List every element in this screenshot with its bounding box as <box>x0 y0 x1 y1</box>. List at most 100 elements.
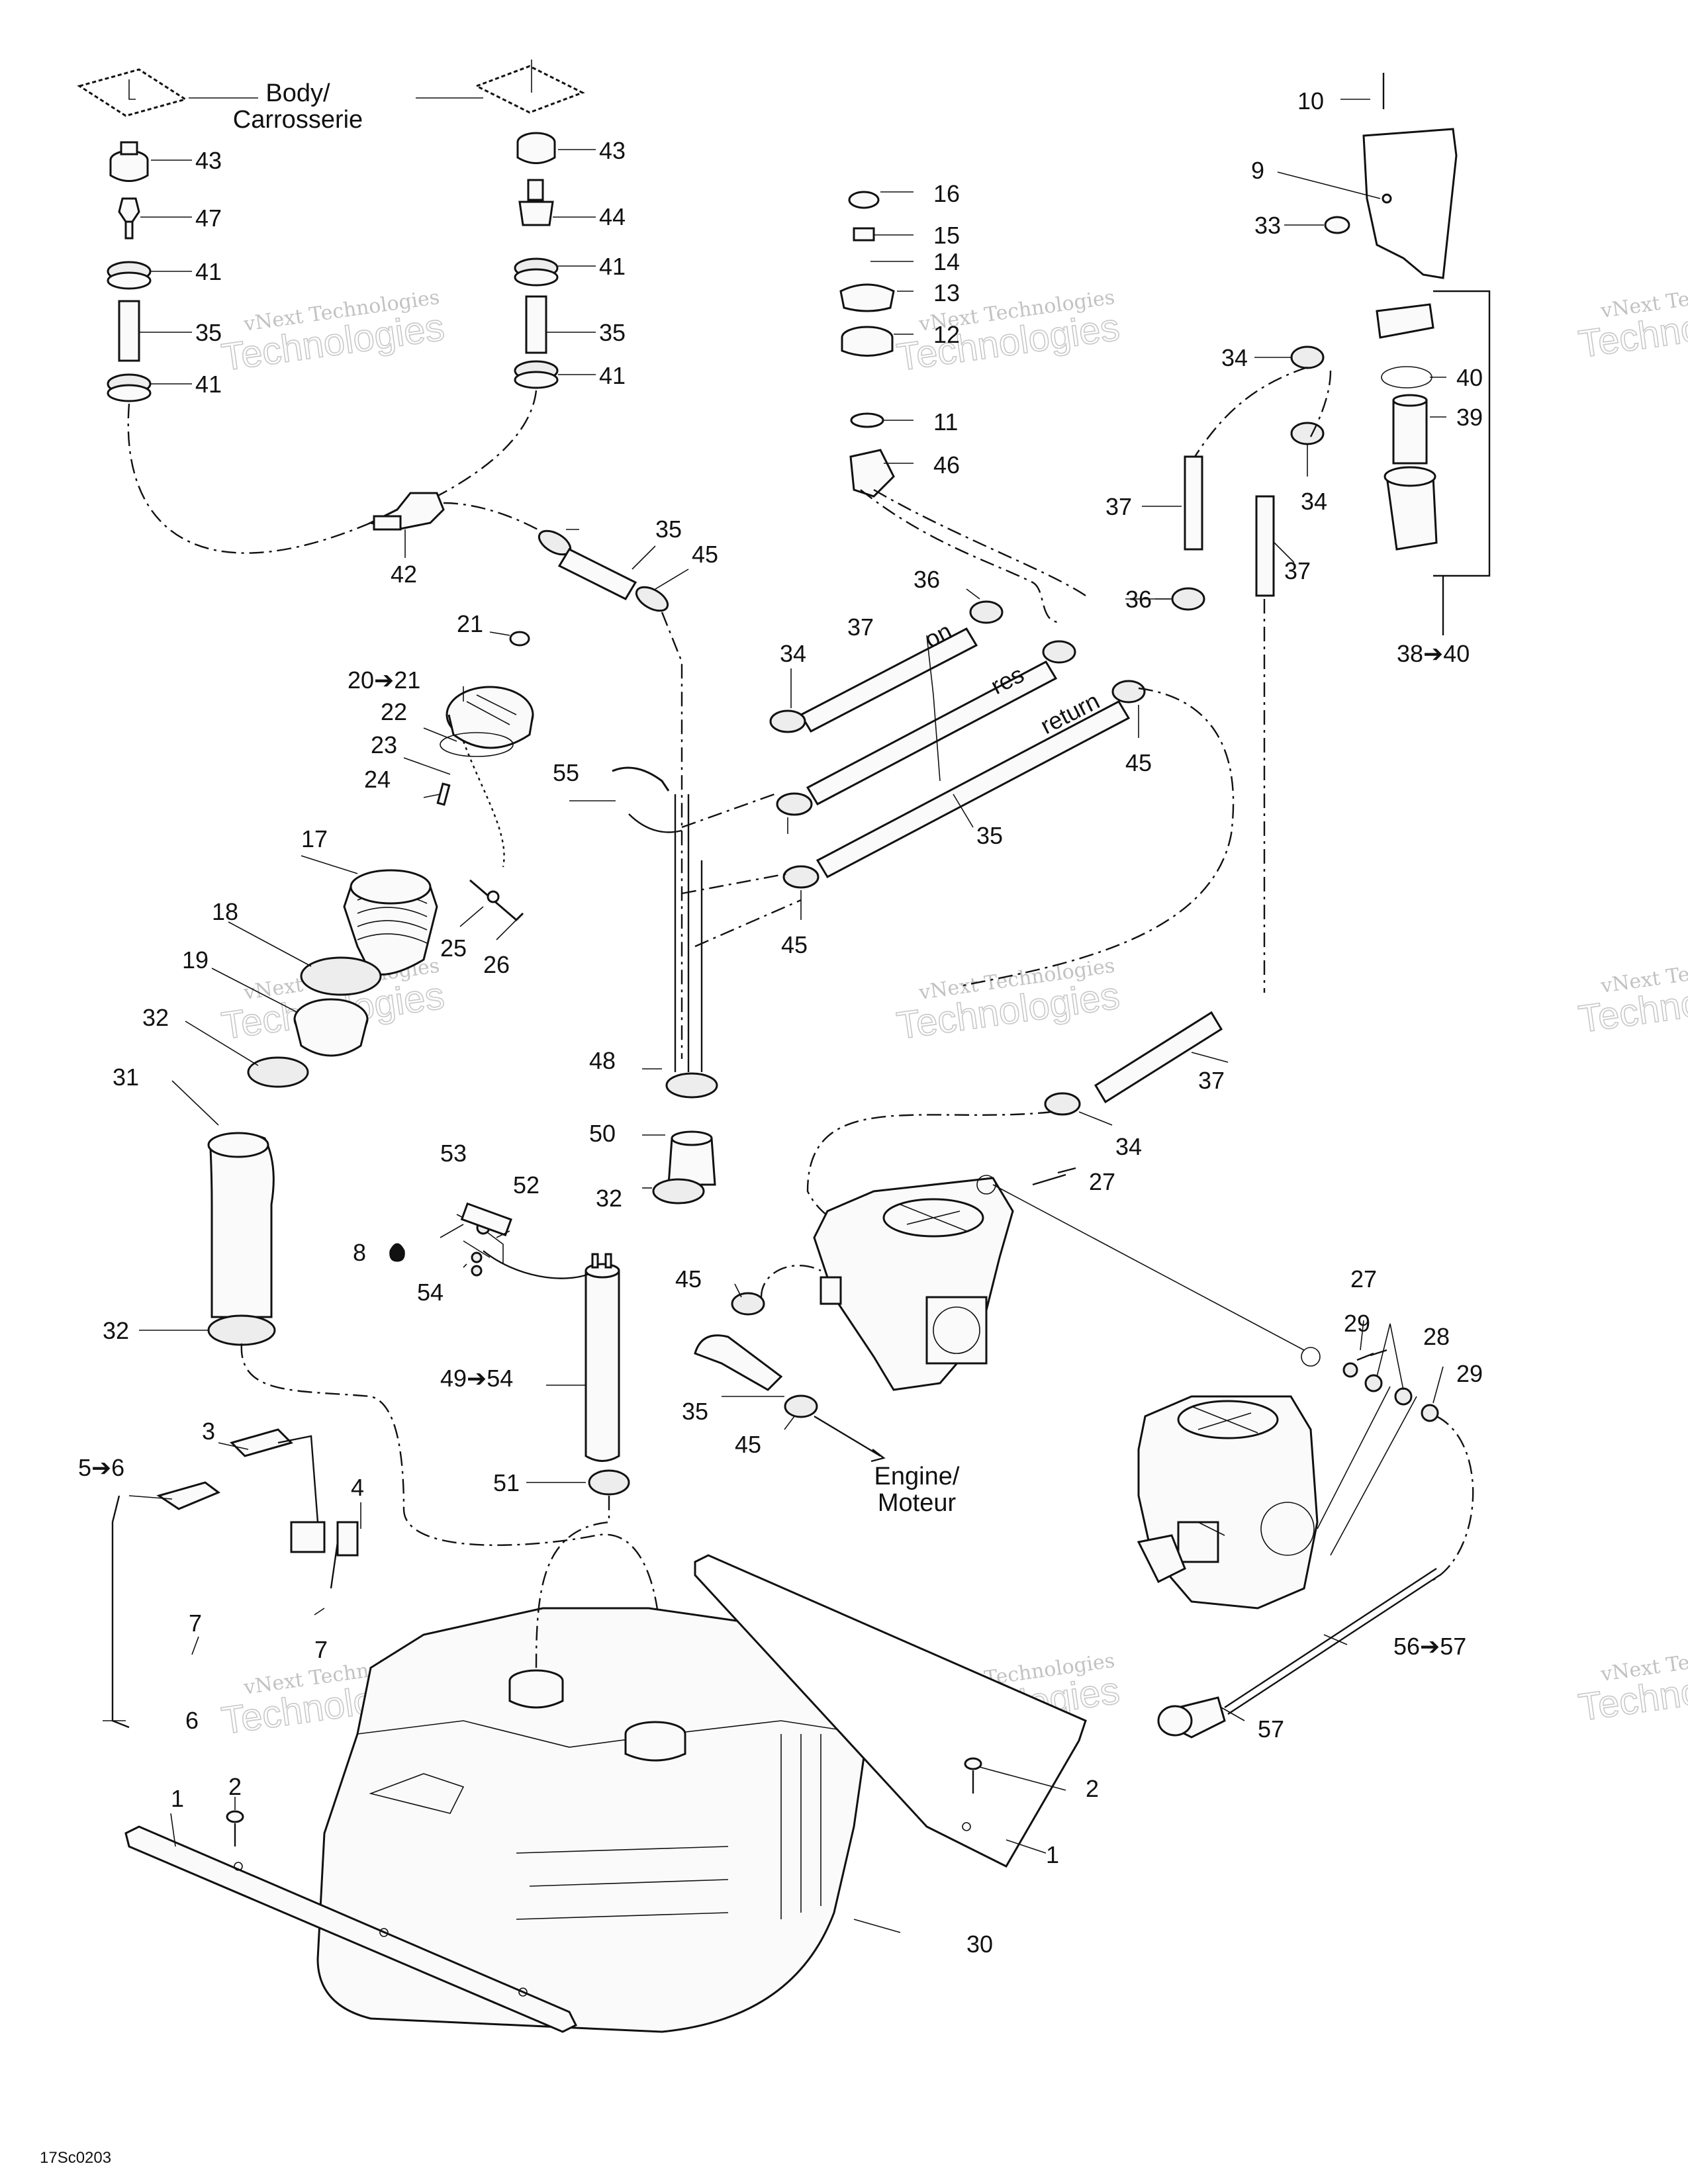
callout: 41 <box>599 253 626 280</box>
callout: 51 <box>493 1469 520 1496</box>
callout: 46 <box>933 451 960 478</box>
callout: 41 <box>195 371 222 398</box>
filler-hose <box>207 1132 276 1346</box>
callout: 41 <box>599 362 626 389</box>
callout: 44 <box>599 203 626 230</box>
callout: 14 <box>933 248 960 275</box>
callout: 13 <box>933 279 960 306</box>
callout: 35 <box>682 1398 708 1425</box>
callout: 21 <box>457 610 483 637</box>
callout: 7 <box>314 1636 328 1663</box>
callout: 20➔21 <box>348 666 420 694</box>
callout: 43 <box>599 137 626 164</box>
y-fitting <box>367 492 445 531</box>
callout: 56➔57 <box>1393 1633 1466 1660</box>
callout: 35 <box>599 319 626 346</box>
figure-code: 17Sc0203 <box>40 2149 111 2167</box>
callout: 3 <box>202 1418 215 1445</box>
callout: 28 <box>1423 1323 1450 1350</box>
callout: 10 <box>1297 87 1324 114</box>
filler-neck <box>247 869 438 1088</box>
callout: 45 <box>781 931 808 958</box>
callout: 42 <box>391 561 417 588</box>
callout: 4 <box>351 1474 364 1501</box>
callout: 34 <box>780 640 806 667</box>
callout: 45 <box>735 1431 761 1458</box>
callout: 11 <box>933 408 958 435</box>
callout: 26 <box>483 951 510 978</box>
callout: 7 <box>189 1610 202 1637</box>
callout: 9 <box>1251 157 1264 184</box>
callout: 5➔6 <box>78 1454 124 1481</box>
callout: 32 <box>103 1317 129 1344</box>
callout: 6 <box>185 1707 199 1734</box>
callout: 37 <box>847 614 874 641</box>
leader-lines <box>103 97 1446 1933</box>
callout: 2 <box>1086 1775 1099 1802</box>
callout: 17 <box>301 825 328 852</box>
callout: 35 <box>976 822 1003 849</box>
callout: 54 <box>417 1279 444 1306</box>
fuel-tank <box>316 1607 868 2033</box>
callout: 39 <box>1456 404 1483 431</box>
mounting-rail-left <box>124 1825 578 2033</box>
callout: 18 <box>212 898 238 925</box>
callout: 34 <box>1221 344 1248 371</box>
callout: 41 <box>195 258 222 285</box>
hoses-on-res-return: on res return <box>799 617 1131 878</box>
fuel-valve <box>839 191 895 498</box>
callout: 2 <box>228 1773 242 1800</box>
callout: 29 <box>1456 1360 1483 1387</box>
engine-label-line1: Engine/ <box>874 1463 960 1490</box>
callout: 37 <box>1198 1067 1225 1094</box>
callout: 50 <box>589 1120 616 1147</box>
callout: 45 <box>1125 749 1152 776</box>
mounting-rail-right <box>694 1554 1087 1868</box>
body-label-line2: Carrosserie <box>233 106 363 134</box>
callout: 23 <box>371 731 397 758</box>
carburetor-upper <box>813 1175 1014 1391</box>
fuel-cap-assembly <box>436 631 534 868</box>
callout: 43 <box>195 147 222 174</box>
text-labels: Body/ Carrosserie Engine/ Moteur 17Sc020… <box>40 79 960 2167</box>
callout: 35 <box>655 516 682 543</box>
callout: 36 <box>914 566 940 593</box>
callout: 45 <box>675 1265 702 1293</box>
callout: 34 <box>1301 488 1327 515</box>
callout: 24 <box>364 766 391 793</box>
callout: 33 <box>1254 212 1281 239</box>
callout: 15 <box>933 222 960 249</box>
callout: 57 <box>1258 1715 1284 1743</box>
callout: 38➔40 <box>1397 640 1470 667</box>
callout: 45 <box>692 541 718 568</box>
drain-assembly <box>389 1202 630 1496</box>
callout: 12 <box>933 321 960 348</box>
callout: 25 <box>440 934 467 962</box>
callout: 52 <box>513 1171 539 1199</box>
body-label-line1: Body/ <box>265 79 330 107</box>
callout: 27 <box>1350 1265 1377 1293</box>
carburetor-lower <box>1137 1395 1319 1610</box>
right-vent-stack <box>474 60 585 389</box>
callout: 35 <box>195 319 222 346</box>
callout: 30 <box>966 1931 993 1958</box>
callout: 53 <box>440 1140 467 1167</box>
callout: 16 <box>933 180 960 207</box>
callout: 31 <box>113 1064 139 1091</box>
callout: 36 <box>1125 586 1152 613</box>
callout: 40 <box>1456 364 1483 391</box>
choke-cable <box>1157 1567 1440 1739</box>
callout: 47 <box>195 205 222 232</box>
callout: 22 <box>381 698 407 725</box>
callout: 1 <box>171 1785 184 1812</box>
fuel-pump-assembly <box>1324 73 1458 551</box>
callout: 34 <box>1115 1133 1142 1160</box>
callout: 27 <box>1089 1168 1115 1195</box>
callout: 37 <box>1284 557 1311 584</box>
callout: 32 <box>596 1185 622 1212</box>
callout: 19 <box>182 946 209 974</box>
callout: 8 <box>353 1239 366 1266</box>
callout: 32 <box>142 1004 169 1031</box>
callout: 49➔54 <box>440 1365 513 1392</box>
